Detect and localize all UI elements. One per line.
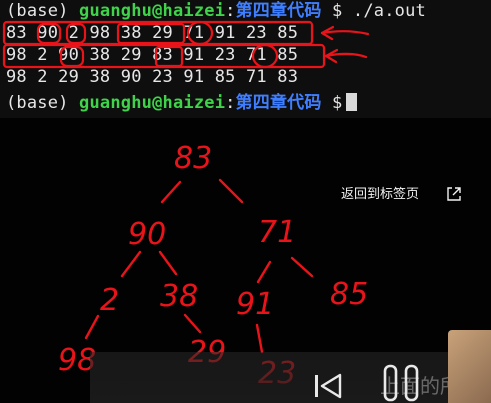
command-text: ./a.out — [352, 1, 426, 21]
skip-previous-icon[interactable] — [312, 372, 344, 400]
output-line-2: 98 2 90 38 29 83 91 23 71 85 — [6, 45, 299, 65]
prompt-symbol: $ — [332, 93, 343, 113]
user-host: guanghu@haizei — [79, 93, 226, 113]
terminal-command-line: (base) guanghu@haizei:第四章代码 $ ./a.out — [6, 1, 426, 21]
pause-icon[interactable] — [380, 364, 424, 402]
terminal-prompt-line[interactable]: (base) guanghu@haizei:第四章代码 $ — [6, 92, 358, 114]
terminal-panel: (base) guanghu@haizei:第四章代码 $ ./a.out 83… — [0, 0, 491, 118]
conda-env: (base) — [6, 93, 69, 113]
text-cursor — [346, 93, 358, 111]
user-host: guanghu@haizei — [79, 1, 226, 21]
video-controls-bar: 上面的所有个人 — [90, 352, 491, 403]
presenter-thumbnail — [448, 330, 491, 403]
conda-env: (base) — [6, 1, 69, 21]
output-line-1: 83 90 2 98 38 29 71 91 23 85 — [6, 23, 299, 43]
external-link-icon[interactable] — [446, 186, 462, 202]
back-to-tab-link[interactable]: 返回到标签页 — [341, 187, 420, 202]
current-dir: 第四章代码 — [235, 1, 322, 21]
output-line-3: 98 2 29 38 90 23 91 85 71 83 — [6, 67, 299, 87]
prompt-symbol: $ — [332, 1, 343, 21]
current-dir: 第四章代码 — [235, 93, 322, 113]
